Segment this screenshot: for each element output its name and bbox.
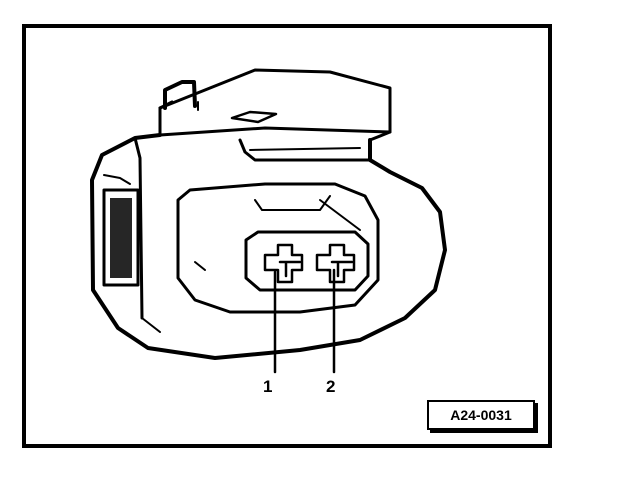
callout-2: 2 <box>326 377 336 396</box>
figure-reference-code: A24-0031 <box>427 400 535 430</box>
callout-1: 1 <box>263 377 273 396</box>
side-window <box>102 174 140 287</box>
locking-tab <box>158 68 392 142</box>
pin-terminal-2 <box>315 243 356 284</box>
socket-outer <box>176 182 380 314</box>
socket-inner <box>244 230 370 292</box>
connector-housing <box>90 133 447 360</box>
pin-terminal-1 <box>263 243 304 284</box>
